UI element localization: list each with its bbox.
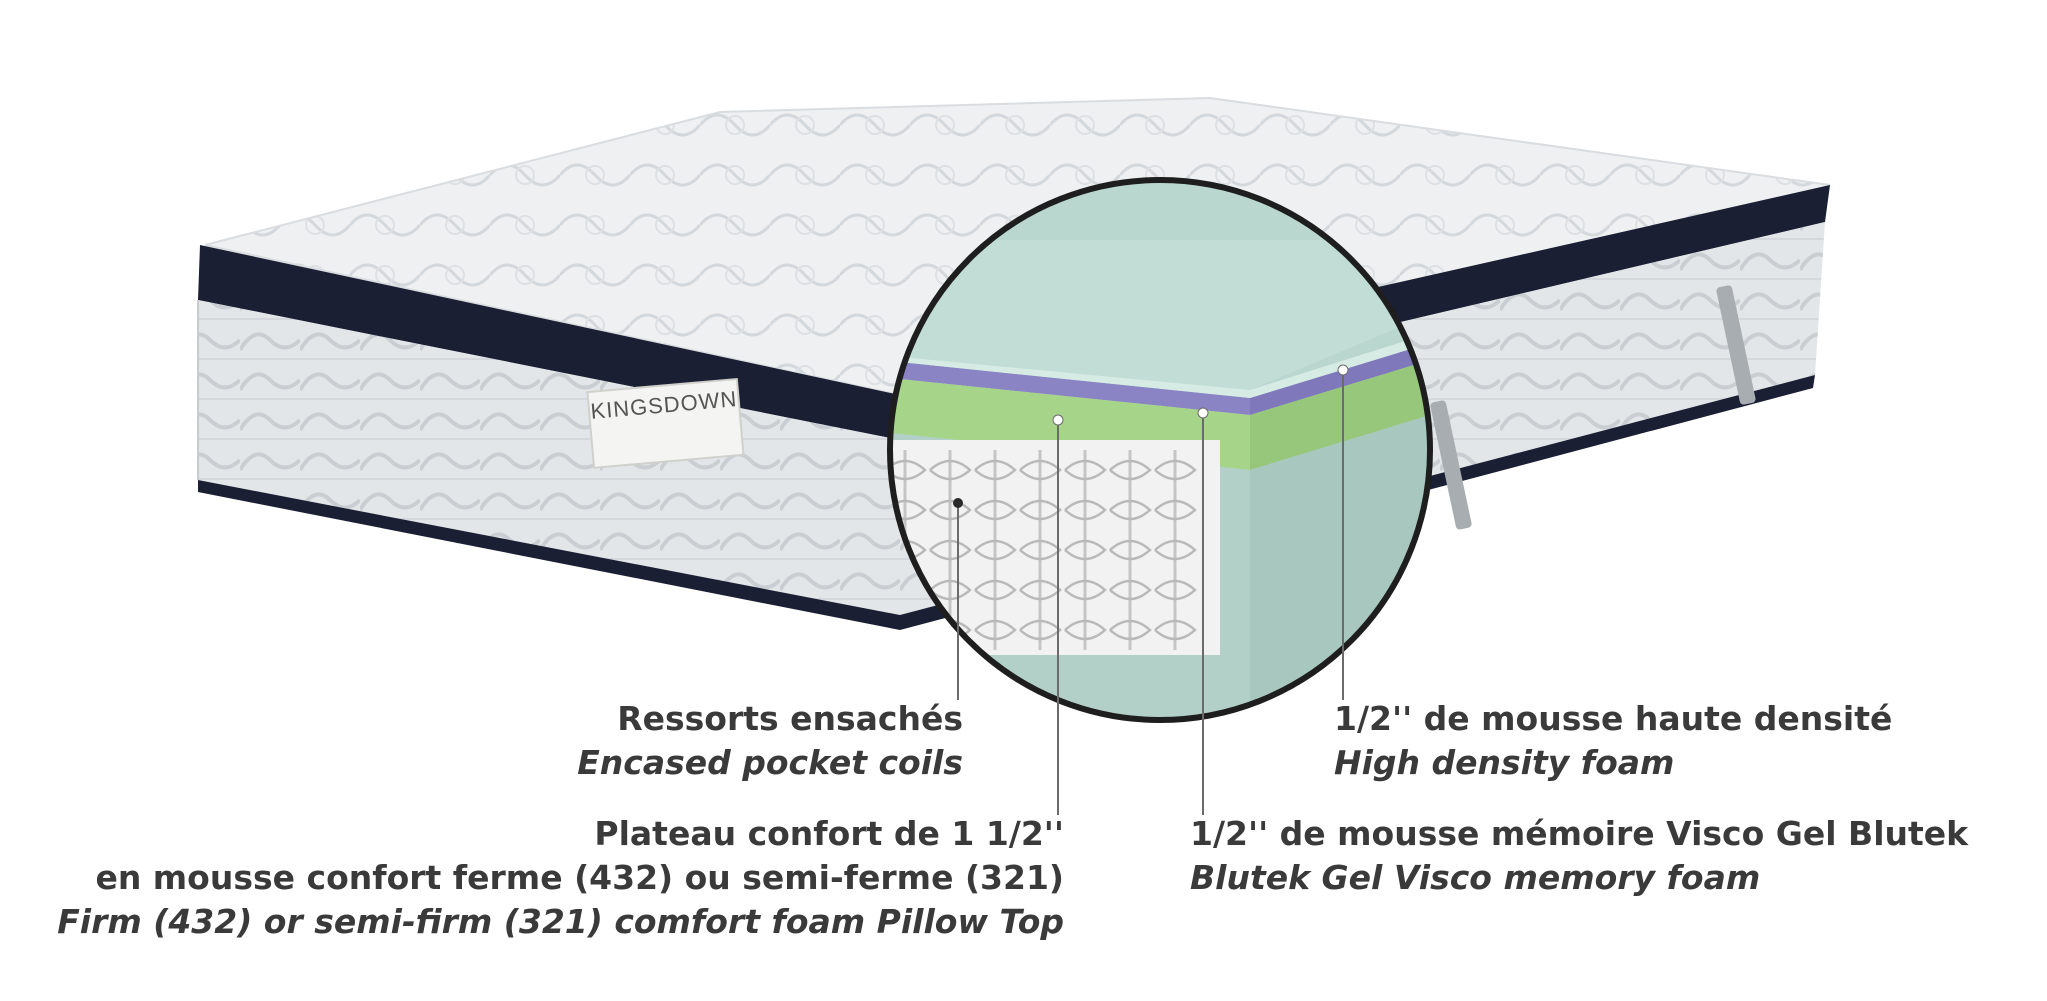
side-handle-back xyxy=(1716,285,1756,405)
brand-tag: KINGSDOWN xyxy=(586,377,745,469)
callout-pillow-fr-line1: Plateau confort de 1 1/2'' xyxy=(594,814,1064,853)
dot-memory xyxy=(1197,407,1209,419)
callout-coils-en: Encased pocket coils xyxy=(577,743,963,782)
leader-lines xyxy=(957,370,1344,815)
memory-foam-layer xyxy=(890,360,1250,415)
callout-pillow-fr-line2: en mousse confort ferme (432) ou semi-fe… xyxy=(95,858,1064,897)
callout-memory-en: Blutek Gel Visco memory foam xyxy=(1190,858,1761,897)
dot-coils xyxy=(953,498,963,508)
dot-hd xyxy=(1337,364,1349,376)
callout-high-density-foam: 1/2'' de mousse haute densité High densi… xyxy=(1334,697,1892,785)
magnifier-ring xyxy=(887,177,1433,723)
callout-hd-fr: 1/2'' de mousse haute densité xyxy=(1334,699,1893,738)
callout-pillow-en: Firm (432) or semi-firm (321) comfort fo… xyxy=(57,902,1064,941)
dot-pillow xyxy=(1052,414,1064,426)
cutaway-magnifier xyxy=(887,177,1433,723)
leader-dots xyxy=(953,364,1349,508)
callout-hd-en: High density foam xyxy=(1334,743,1675,782)
callout-memory-fr: 1/2'' de mousse mémoire Visco Gel Blutek xyxy=(1190,814,1969,853)
side-handle-front xyxy=(1430,400,1472,530)
callout-pocket-coils: Ressorts ensachés Encased pocket coils xyxy=(577,697,963,785)
callout-memory-foam: 1/2'' de mousse mémoire Visco Gel Blutek… xyxy=(1190,812,1968,900)
callout-pillow-top: Plateau confort de 1 1/2'' en mousse con… xyxy=(57,812,1064,944)
callout-coils-fr: Ressorts ensachés xyxy=(617,699,963,738)
